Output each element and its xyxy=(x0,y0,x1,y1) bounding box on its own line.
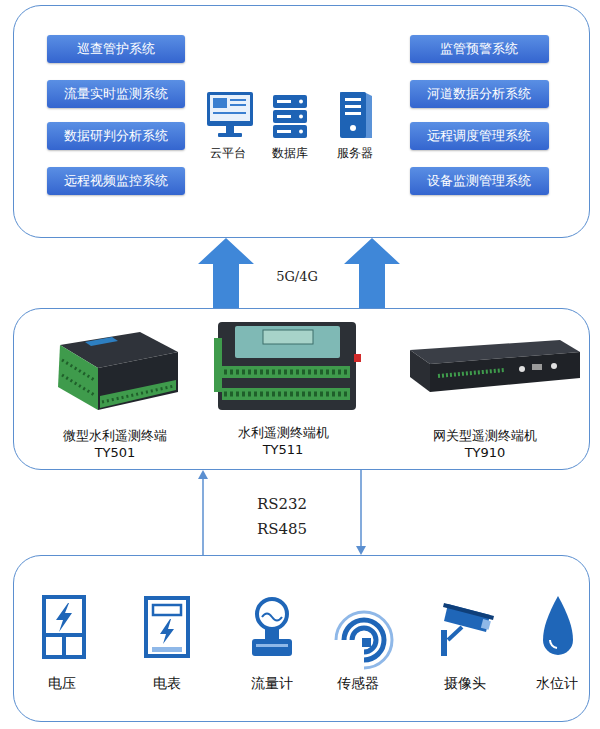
system-box: 巡查管护系统 xyxy=(47,35,185,63)
part-label: 微型水利遥测终端 xyxy=(63,428,167,444)
box-text: 河道数据分析系统 xyxy=(427,86,531,102)
box-text: 巡查管护系统 xyxy=(77,41,155,57)
gateway-device xyxy=(410,340,580,392)
device-panel xyxy=(13,555,590,722)
system-box: 数据研判分析系统 xyxy=(47,122,185,150)
meter-icon xyxy=(146,598,188,656)
network-arrow xyxy=(344,238,400,308)
voltage-icon xyxy=(44,597,84,657)
system-box: 远程调度管理系统 xyxy=(410,122,549,150)
box-text: 远程视频监控系统 xyxy=(64,173,168,189)
water-level-icon xyxy=(543,596,573,655)
network-arrow xyxy=(198,238,254,308)
monitor-icon xyxy=(207,92,253,137)
part-label: 服务器 xyxy=(337,146,373,160)
part-label: 电压 xyxy=(48,675,76,692)
part-label: TY511 xyxy=(263,442,304,458)
box-text: 设备监测管理系统 xyxy=(427,173,531,189)
part-label: 云平台 xyxy=(210,146,246,160)
edge-label: RS232 RS485 xyxy=(251,492,313,542)
bus-arrow xyxy=(198,470,208,555)
system-box: 河道数据分析系统 xyxy=(410,80,549,108)
part-label: 水位计 xyxy=(536,675,578,692)
terminal-device xyxy=(214,322,361,410)
camera-icon xyxy=(441,603,494,656)
flowmeter-icon xyxy=(252,599,292,656)
terminal-device xyxy=(58,332,178,410)
box-text: 数据研判分析系统 xyxy=(64,128,168,144)
part-label: 电表 xyxy=(153,675,181,692)
part-label: 数据库 xyxy=(272,146,308,160)
system-box: 设备监测管理系统 xyxy=(410,167,549,195)
platform-panel: 巡查管护系统流量实时监测系统数据研判分析系统远程视频监控系统 监管预警系统河道数据… xyxy=(13,5,590,238)
part-label: 水利遥测终端机 xyxy=(238,425,329,441)
sensor-icon xyxy=(336,612,392,668)
box-text: 远程调度管理系统 xyxy=(427,128,531,144)
system-box: 监管预警系统 xyxy=(410,35,549,63)
system-box: 流量实时监测系统 xyxy=(47,80,185,108)
part-label: 摄像头 xyxy=(444,675,486,692)
part-label: TY501 xyxy=(95,445,136,461)
server-icon xyxy=(340,92,372,138)
part-label: 流量计 xyxy=(251,675,293,692)
part-label: 网关型遥测终端机 xyxy=(433,428,537,444)
part-label: TY910 xyxy=(465,445,506,461)
box-text: 流量实时监测系统 xyxy=(64,86,168,102)
box-text: 监管预警系统 xyxy=(440,41,518,57)
system-box: 远程视频监控系统 xyxy=(47,167,185,195)
edge-label: 5G/4G xyxy=(276,269,318,284)
bus-arrow xyxy=(356,470,366,555)
database-icon xyxy=(273,95,307,138)
part-label: 传感器 xyxy=(337,675,379,692)
